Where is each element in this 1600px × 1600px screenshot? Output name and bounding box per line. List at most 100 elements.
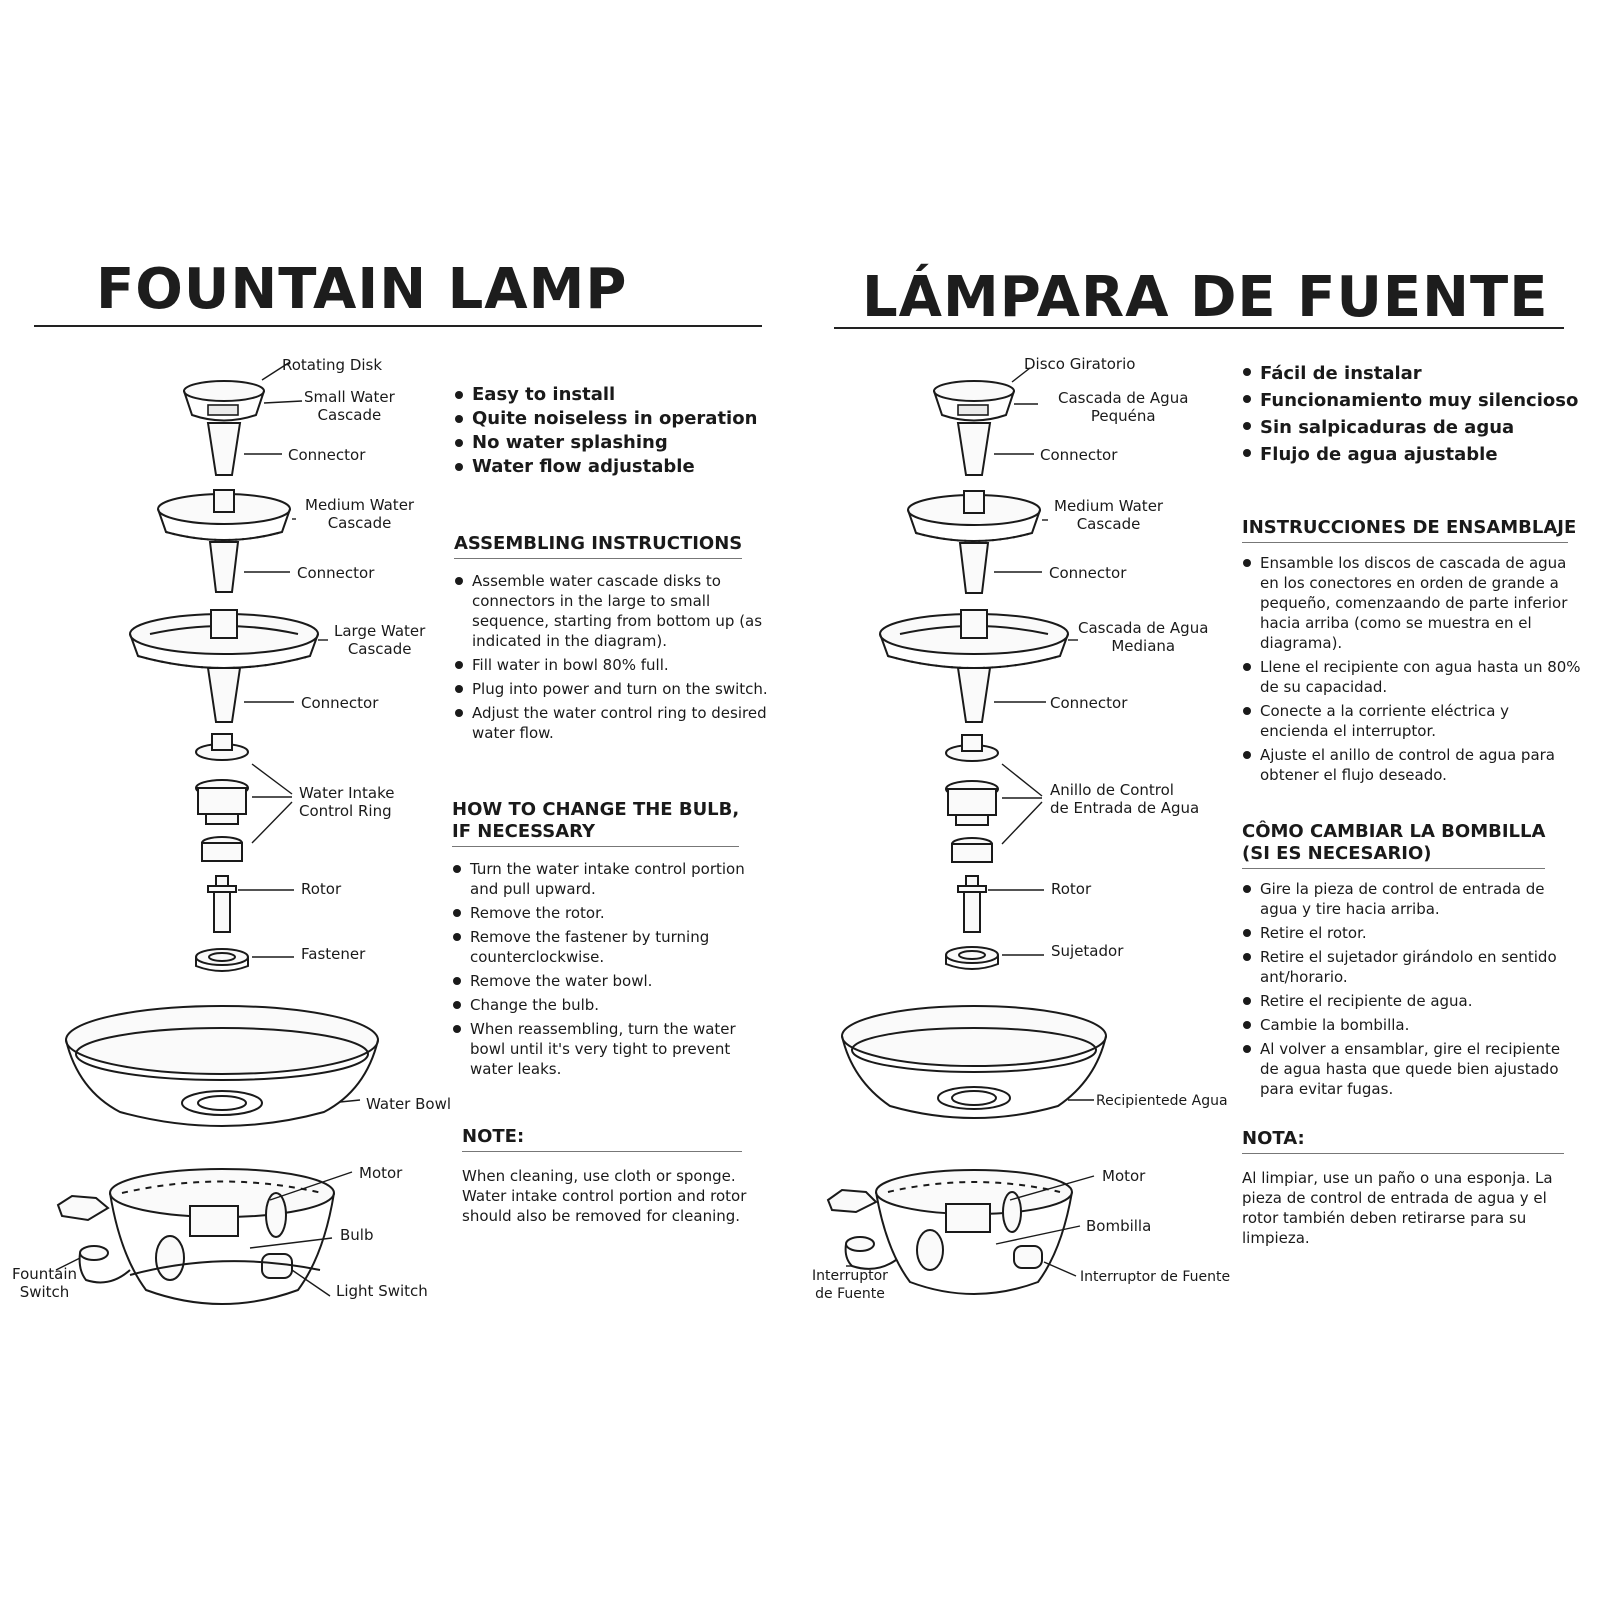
water-bowl xyxy=(841,1005,1107,1119)
small-water-cascade xyxy=(933,380,1015,422)
fountain-switch xyxy=(56,1194,131,1284)
label-large-water-cascade: Large Water Cascade xyxy=(334,622,426,658)
label-rotating-disk: Rotating Disk xyxy=(282,356,383,374)
change-bulb-steps: Gire la pieza de control de entrada de a… xyxy=(1242,879,1572,1099)
fountain-switch xyxy=(826,1188,897,1270)
assembling-step: Ensamble los discos de cascada de agua e… xyxy=(1242,553,1582,653)
label-connector-2: Connector xyxy=(297,564,375,582)
label-connector-1: Connector xyxy=(1040,446,1118,464)
change-bulb-step: Turn the water intake control portion an… xyxy=(452,859,752,899)
connector-2 xyxy=(208,541,240,593)
label-connector-1: Connector xyxy=(288,446,366,464)
label-small-water-cascade: Cascada de Agua Pequéna xyxy=(1058,389,1189,425)
change-bulb-step: When reassembling, turn the water bowl u… xyxy=(452,1019,752,1079)
exploded-diagram-es xyxy=(826,367,1107,1295)
page-title-es: LÁMPARA DE FUENTE xyxy=(862,265,1549,330)
assembling-steps: Assemble water cascade disks to connecto… xyxy=(454,571,772,743)
label-rotating-disk: Disco Giratorio xyxy=(1024,355,1136,373)
feature-item: Easy to install xyxy=(454,383,784,407)
label-light-switch: Interruptor de Fuente xyxy=(1080,1269,1231,1285)
label-rotor: Rotor xyxy=(301,880,342,898)
feature-item: Sin salpicaduras de agua xyxy=(1242,414,1592,441)
label-connector-2: Connector xyxy=(1049,564,1127,582)
water-intake-control-ring xyxy=(945,734,999,863)
large-water-cascade xyxy=(879,609,1069,669)
note-heading: NOTE: xyxy=(462,1126,742,1152)
change-bulb-step: Gire la pieza de control de entrada de a… xyxy=(1242,879,1572,919)
assembling-step: Adjust the water control ring to desired… xyxy=(454,703,772,743)
assembling-step: Ajuste el anillo de control de agua para… xyxy=(1242,745,1582,785)
small-water-cascade xyxy=(183,380,265,422)
connector-3 xyxy=(956,667,992,723)
medium-water-cascade xyxy=(157,489,291,541)
label-water-intake-control-ring: Water Intake Control Ring xyxy=(299,784,395,820)
label-water-bowl: Water Bowl xyxy=(366,1095,452,1113)
page-title: FOUNTAIN LAMP xyxy=(96,257,628,322)
label-bulb: Bulb xyxy=(340,1226,374,1244)
assembling-heading: INSTRUCCIONES DE ENSAMBLAJE xyxy=(1242,517,1576,543)
change-bulb-step: Cambie la bombilla. xyxy=(1242,1015,1572,1035)
fountain-base xyxy=(875,1169,1073,1295)
feature-item: Fácil de instalar xyxy=(1242,360,1592,387)
label-fountain-switch: Fountain Switch xyxy=(12,1265,78,1301)
assembling-steps: Ensamble los discos de cascada de agua e… xyxy=(1242,553,1582,785)
label-fountain-switch: Interruptor de Fuente xyxy=(812,1268,888,1302)
label-light-switch: Light Switch xyxy=(336,1282,428,1300)
rotor xyxy=(957,875,987,933)
rotor xyxy=(207,875,237,933)
connector-1 xyxy=(206,422,242,476)
title-rule xyxy=(34,325,762,327)
change-bulb-step: Remove the rotor. xyxy=(452,903,752,923)
label-bulb: Bombilla xyxy=(1086,1217,1152,1235)
label-large-water-cascade: Cascada de Agua Mediana xyxy=(1078,619,1209,655)
fountain-base xyxy=(109,1168,335,1305)
feature-item: Flujo de agua ajustable xyxy=(1242,441,1592,468)
change-bulb-steps: Turn the water intake control portion an… xyxy=(452,859,752,1079)
label-rotor: Rotor xyxy=(1051,880,1092,898)
leader-lines xyxy=(846,367,1095,1277)
assembling-step: Assemble water cascade disks to connecto… xyxy=(454,571,772,651)
label-small-water-cascade: Small Water Cascade xyxy=(304,388,395,424)
change-bulb-heading: HOW TO CHANGE THE BULB, IF NECESSARY xyxy=(452,799,740,847)
change-bulb-step: Retire el sujetador girándolo en sentido… xyxy=(1242,947,1572,987)
feature-list: Fácil de instalar Funcionamiento muy sil… xyxy=(1242,360,1592,468)
feature-list: Easy to install Quite noiseless in opera… xyxy=(454,383,784,479)
change-bulb-step: Remove the water bowl. xyxy=(452,971,752,991)
spanish-panel: LÁMPARA DE FUENTE xyxy=(800,0,1600,1600)
connector-1 xyxy=(956,422,992,476)
label-medium-water-cascade: Medium Water Cascade xyxy=(305,496,415,532)
label-connector-3: Connector xyxy=(301,694,379,712)
english-panel: FOUNTAIN LAMP xyxy=(12,257,784,1305)
assembling-step: Llene el recipiente con agua hasta un 80… xyxy=(1242,657,1582,697)
feature-item: Funcionamiento muy silencioso xyxy=(1242,387,1592,414)
feature-item: Quite noiseless in operation xyxy=(454,407,784,431)
change-bulb-step: Remove the fastener by turning countercl… xyxy=(452,927,752,967)
water-bowl xyxy=(65,1005,379,1127)
label-fastener: Fastener xyxy=(301,945,366,963)
note-text: Al limpiar, use un paño o una esponja. L… xyxy=(1242,1169,1553,1247)
note-heading: NOTA: xyxy=(1242,1128,1564,1154)
fastener xyxy=(945,946,999,970)
title-rule xyxy=(834,327,1564,329)
label-motor: Motor xyxy=(1102,1167,1146,1185)
leader-lines xyxy=(55,361,361,1297)
feature-item: No water splashing xyxy=(454,431,784,455)
assembling-step: Plug into power and turn on the switch. xyxy=(454,679,772,699)
change-bulb-step: Retire el recipiente de agua. xyxy=(1242,991,1572,1011)
change-bulb-heading: CÔMO CAMBIAR LA BOMBILLA (SI ES NECESARI… xyxy=(1242,821,1546,869)
label-motor: Motor xyxy=(359,1164,403,1182)
label-water-intake-control-ring: Anillo de Control de Entrada de Agua xyxy=(1050,781,1200,817)
exploded-diagram xyxy=(55,361,379,1305)
fastener xyxy=(195,948,249,972)
medium-water-cascade xyxy=(907,490,1041,542)
change-bulb-step: Retire el rotor. xyxy=(1242,923,1572,943)
label-fastener: Sujetador xyxy=(1051,942,1124,960)
label-medium-water-cascade: Medium Water Cascade xyxy=(1054,497,1164,533)
assembling-step: Fill water in bowl 80% full. xyxy=(454,655,772,675)
change-bulb-step: Change the bulb. xyxy=(452,995,752,1015)
feature-item: Water flow adjustable xyxy=(454,455,784,479)
water-intake-control-ring xyxy=(195,733,249,862)
assembling-heading: ASSEMBLING INSTRUCTIONS xyxy=(454,533,743,559)
connector-3 xyxy=(206,667,242,723)
large-water-cascade xyxy=(129,609,319,669)
